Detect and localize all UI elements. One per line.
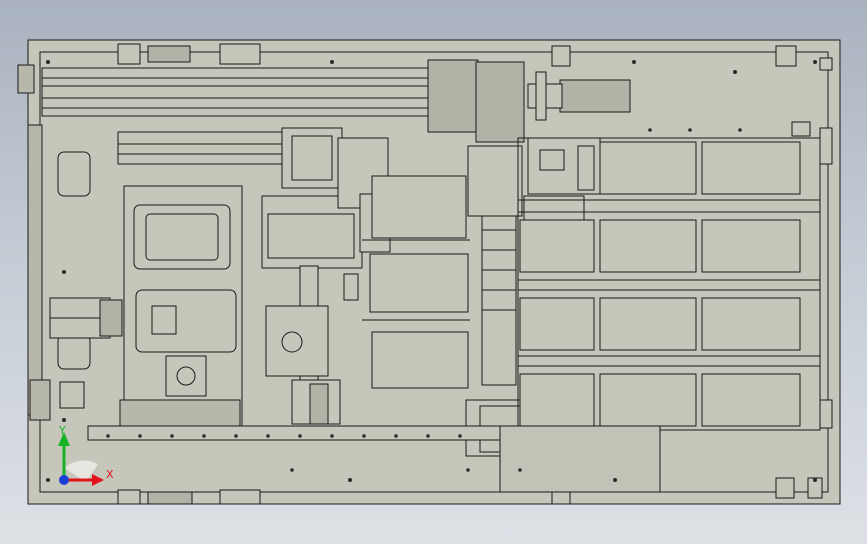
bolt-holes	[46, 60, 817, 482]
chain-top-block	[467, 145, 523, 217]
left-frame	[27, 124, 43, 416]
tray-r1-c1	[599, 141, 697, 195]
tray-r1-c2	[701, 141, 801, 195]
left-cutout-lower	[57, 334, 91, 370]
tray-grid-frame	[517, 137, 821, 431]
left-clamp-top	[17, 64, 35, 94]
top-hinge-3	[219, 43, 261, 65]
tray-r2-c1	[599, 219, 697, 273]
bottom-hinge-2	[147, 491, 193, 505]
top-hinge-4	[551, 45, 571, 67]
tray-left-2	[369, 253, 469, 313]
tray-left-3	[371, 331, 469, 389]
top-hinge-2	[147, 45, 191, 63]
top-linear-rail	[41, 67, 435, 117]
z-axis-dot	[59, 475, 69, 485]
tray-r3-c2	[701, 297, 801, 351]
tray-r2-c0	[519, 219, 595, 273]
top-hinge-6	[791, 121, 811, 137]
tray-r3-c0	[519, 297, 595, 351]
x-axis-label: X	[106, 468, 114, 481]
bottom-hinge-1	[117, 489, 141, 505]
y-axis-arrow-icon	[58, 432, 70, 446]
tray-left-1	[371, 175, 467, 239]
left-clamp-bottom	[29, 379, 51, 421]
right-clamp-bottom	[819, 399, 833, 429]
x-axis-arrow-icon	[92, 474, 104, 486]
carriage-rail	[117, 131, 283, 165]
bottom-rail	[87, 425, 567, 441]
tray-r4-c2	[701, 373, 801, 427]
left-lower-clamp	[59, 381, 85, 409]
tray-r3-c1	[599, 297, 697, 351]
gripper-lower	[135, 289, 237, 353]
tray-r4-c0	[519, 373, 595, 427]
y-axis-label: Y	[58, 424, 66, 437]
tray-r4-c1	[599, 373, 697, 427]
rail-end-block	[427, 59, 479, 133]
motor-body	[559, 79, 631, 113]
coordinate-triad: Y X	[58, 424, 114, 486]
top-hinge-7	[819, 57, 833, 71]
left-cutout-upper	[57, 151, 91, 197]
top-hinge-5	[775, 45, 797, 67]
motor-housing	[475, 61, 525, 143]
right-clamp-top	[819, 127, 833, 165]
bottom-hinge-3	[219, 489, 261, 505]
top-hinge-1	[117, 43, 141, 65]
tray-r2-c2	[701, 219, 801, 273]
bottom-plate-extension	[499, 425, 661, 493]
bottom-hinge-5	[775, 477, 795, 499]
